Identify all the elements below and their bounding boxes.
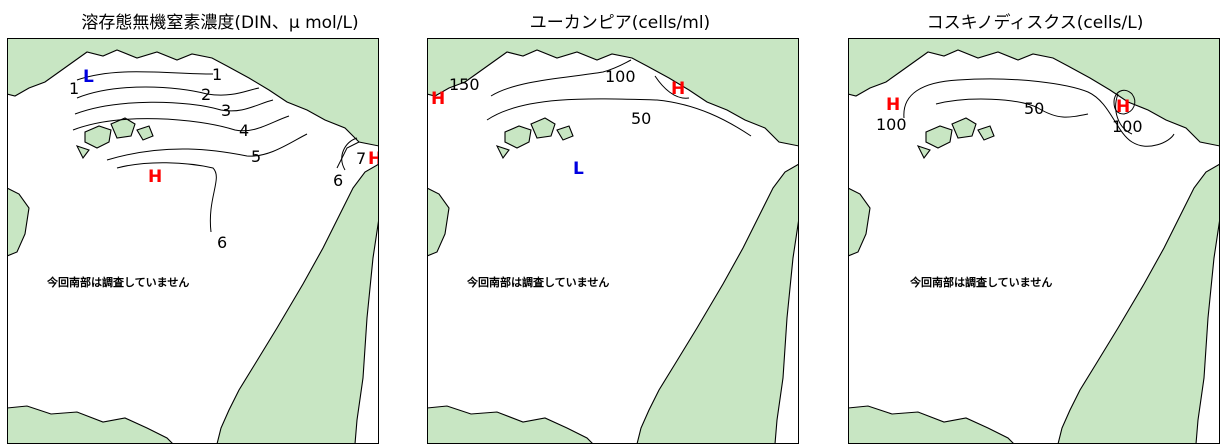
high-marker: H [368,149,379,169]
eastern-peninsula-land [216,163,379,444]
map-coscinodiscus-svg: 100 50 100 H H 今回南部は調査していません [848,38,1220,444]
panel-1-title: 溶存態無機窒素濃度(DIN、μ mol/L) [81,13,359,33]
contour-line [1115,93,1133,135]
contour-line [1113,89,1136,115]
north-coast-land [7,38,379,147]
contour-label: 100 [605,67,636,86]
contour-label: 6 [217,233,227,252]
panel-3-title: コスキノディスクス(cells/L) [926,13,1144,33]
map-frame [848,38,1220,444]
contour-line [76,71,214,81]
high-marker: H [148,167,162,187]
contour-label: 100 [876,115,907,134]
island [84,125,112,149]
island [504,125,532,149]
contour-line [72,115,290,132]
island [951,117,977,139]
map-panel-eucampia: 150 100 50 H H L 今回南部は調査していません [427,38,799,444]
island [110,117,136,139]
contour-line [935,98,1089,118]
contour-label: 1 [212,65,222,84]
map-din-svg: 1 1 2 3 4 5 6 6 7 L H H 今回南部は調査していません [7,38,379,444]
survey-note: 今回南部は調査していません [909,275,1052,289]
survey-note: 今回南部は調査していません [46,275,189,289]
island [495,145,510,160]
contour-label: 150 [449,75,480,94]
southwest-land [427,405,594,444]
survey-note: 今回南部は調査していません [466,275,609,289]
eastern-peninsula-land [636,163,799,444]
island [556,125,574,141]
contour-line [654,75,690,99]
contour-label: 50 [1024,99,1044,118]
west-coast-land [7,187,30,257]
contour-line [74,99,274,115]
west-coast-land [848,187,871,257]
north-coast-land [848,38,1220,147]
island [530,117,556,139]
contour-label: 5 [251,147,261,166]
contour-line [341,137,358,171]
low-marker: L [83,67,94,87]
contour-line [490,59,632,97]
island [977,125,995,141]
north-coast-land [427,38,799,147]
map-panel-coscinodiscus: 100 50 100 H H 今回南部は調査していません [848,38,1220,444]
contour-label: 2 [201,85,211,104]
southwest-land [7,405,174,444]
island [75,145,90,160]
island [916,145,931,160]
panel-2-title: ユーカンピア(cells/ml) [529,13,711,33]
island [136,125,154,141]
contour-line [76,86,260,99]
contour-line [486,98,752,137]
contour-line [903,78,1175,147]
contour-label: 6 [333,171,343,190]
contour-line [106,133,308,161]
high-marker: H [671,79,685,99]
high-marker: H [431,89,445,109]
contour-line [336,141,360,169]
island [925,125,953,149]
map-eucampia-svg: 150 100 50 H H L 今回南部は調査していません [427,38,799,444]
contour-label: 1 [69,79,79,98]
contour-label: 100 [1112,117,1143,136]
contour-label: 7 [356,149,366,168]
contour-label: 50 [631,109,651,128]
eastern-peninsula-land [1057,163,1220,444]
southwest-land [848,405,1015,444]
contour-label: 4 [239,121,249,140]
low-marker: L [573,159,584,179]
map-frame [427,38,799,444]
high-marker: H [886,95,900,115]
contour-line [116,162,217,233]
contour-label: 3 [221,101,231,120]
west-coast-land [427,187,450,257]
map-panel-din: 1 1 2 3 4 5 6 6 7 L H H 今回南部は調査していません [7,38,379,444]
high-marker: H [1116,97,1130,117]
map-frame [7,38,379,444]
